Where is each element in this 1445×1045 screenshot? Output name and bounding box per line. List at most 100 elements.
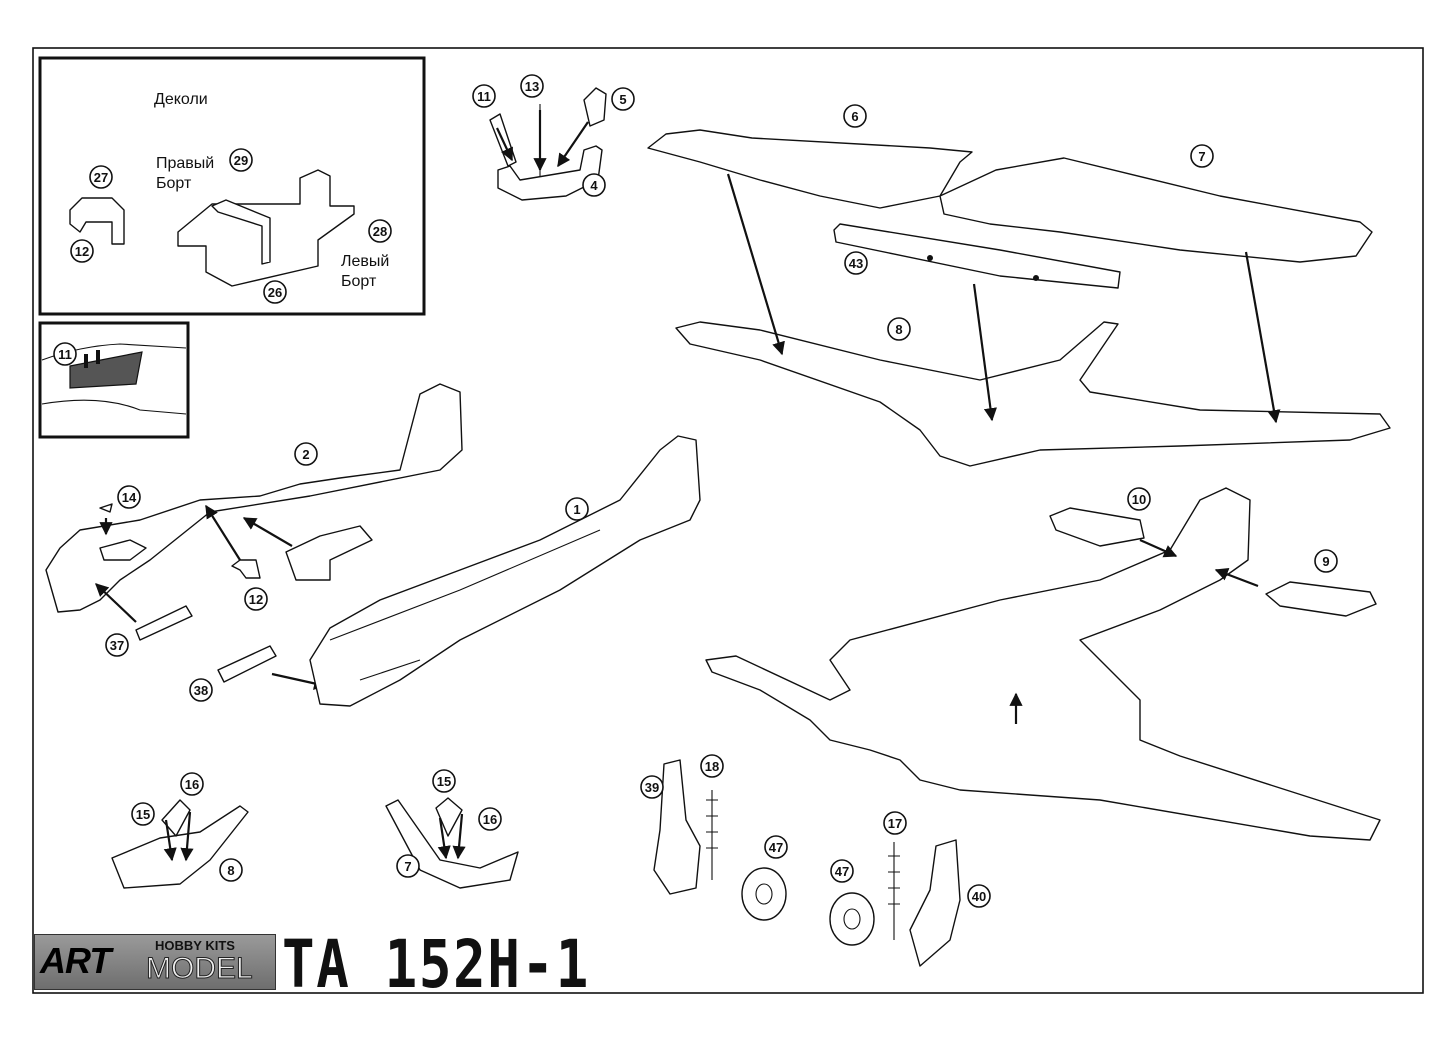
arrow-11-to-floor: [496, 127, 513, 162]
arrow-16b: [452, 813, 466, 860]
brand-logo-box: [34, 934, 276, 990]
svg-text:6: 6: [851, 109, 858, 124]
cockpit-floor-drawing: [497, 145, 603, 201]
svg-text:29: 29: [234, 153, 248, 168]
svg-text:27: 27: [94, 170, 108, 185]
callout-7: 7: [1190, 144, 1214, 168]
callout-10: 10: [1127, 487, 1151, 511]
gear-bay-right-wing: [111, 805, 249, 889]
seat-part-5-drawing: [583, 87, 607, 127]
svg-text:13: 13: [525, 79, 539, 94]
svg-text:37: 37: [110, 638, 124, 653]
svg-text:8: 8: [895, 322, 902, 337]
svg-text:1: 1: [573, 502, 580, 517]
callout-26: 26: [263, 280, 287, 304]
callout-15b: 15: [432, 769, 456, 793]
brand-art: ART: [40, 940, 111, 981]
svg-text:18: 18: [705, 759, 719, 774]
svg-text:15: 15: [136, 807, 150, 822]
callout-40: 40: [967, 884, 991, 908]
decals-title: Деколи: [154, 91, 208, 108]
callout-4: 4: [582, 173, 606, 197]
callout-37: 37: [105, 633, 129, 657]
svg-text:9: 9: [1322, 554, 1329, 569]
svg-text:28: 28: [373, 224, 387, 239]
callout-47a: 47: [764, 835, 788, 859]
svg-text:47: 47: [769, 840, 783, 855]
right-side-label-2: Борт: [156, 175, 192, 192]
callout-39: 39: [640, 775, 664, 799]
svg-text:43: 43: [849, 256, 863, 271]
svg-text:40: 40: [972, 889, 986, 904]
arrow-5-to-floor: [557, 121, 589, 168]
svg-text:16: 16: [483, 812, 497, 827]
arrow-43-to-8: [972, 283, 997, 422]
svg-text:4: 4: [590, 178, 598, 193]
part-38-drawing: [217, 645, 277, 683]
wheel-well-hole-b: [1033, 275, 1039, 281]
arrow-15a: [163, 819, 177, 862]
gear-strut-18-ribs: [706, 799, 718, 849]
svg-text:26: 26: [268, 285, 282, 300]
svg-text:12: 12: [249, 592, 263, 607]
arrow-37: [95, 583, 137, 623]
callout-27: 27: [89, 165, 113, 189]
wheel-hub-47a: [755, 883, 773, 905]
cockpit-tub-placement: [285, 525, 373, 581]
part-37-drawing: [135, 605, 193, 641]
callout-15a: 15: [131, 802, 155, 826]
arrow-7-to-8: [1244, 251, 1281, 424]
kit-title: TA 152H-1: [282, 926, 591, 1003]
svg-text:10: 10: [1132, 492, 1146, 507]
callout-2: 2: [294, 442, 318, 466]
callout-12-inset: 12: [70, 239, 94, 263]
svg-text:17: 17: [888, 816, 902, 831]
gear-cover-part-39: [653, 759, 701, 895]
callout-11: 11: [472, 84, 496, 108]
callout-16b: 16: [478, 807, 502, 831]
arrow-9: [1214, 568, 1259, 588]
callout-17: 17: [883, 811, 907, 835]
part-14-drawing: [99, 503, 113, 513]
svg-text:7: 7: [1198, 149, 1205, 164]
aircraft-full-assembly: [705, 487, 1381, 841]
callout-1: 1: [565, 497, 589, 521]
arrow-16a: [180, 811, 194, 862]
detail-fuselage-bottom: [41, 399, 187, 415]
arrow-10: [1139, 538, 1178, 558]
wheel-hub-47b: [843, 908, 861, 930]
svg-text:14: 14: [122, 490, 137, 505]
wheel-well-part-43: [833, 223, 1121, 289]
part-11-detail: [69, 351, 143, 389]
svg-text:8: 8: [227, 863, 234, 878]
callout-8: 8: [887, 317, 911, 341]
cockpit-frame-drawing: [211, 199, 271, 265]
arrow-6-to-8: [726, 173, 785, 356]
svg-text:39: 39: [645, 780, 659, 795]
arrow-15b: [437, 817, 451, 860]
arrow-12-to-fuselage: [205, 504, 241, 561]
callout-29: 29: [229, 148, 253, 172]
svg-text:16: 16: [185, 777, 199, 792]
part-12-drawing: [69, 197, 125, 245]
fuselage-exhaust-line: [359, 659, 421, 681]
detail-fuselage-top: [41, 343, 187, 361]
wheel-part-47b: [829, 892, 875, 946]
left-side-label-2: Борт: [341, 273, 377, 290]
callout-8b: 8: [219, 858, 243, 882]
callout-28: 28: [368, 219, 392, 243]
detail-pin-b: [96, 350, 100, 364]
svg-text:7: 7: [404, 859, 411, 874]
wing-upper-right-part-7: [939, 157, 1373, 263]
wing-lower-part-8: [675, 321, 1391, 467]
fuselage-half-part-2: [45, 383, 463, 613]
callout-13: 13: [520, 74, 544, 98]
fuselage-half-window: [99, 539, 147, 561]
wheel-part-47a: [741, 867, 787, 921]
brand-model: MODEL: [146, 952, 254, 986]
sheet-frame: [32, 47, 1424, 994]
callout-18: 18: [700, 754, 724, 778]
callout-16a: 16: [180, 772, 204, 796]
callout-5: 5: [611, 87, 635, 111]
gear-door-16b: [435, 797, 463, 837]
